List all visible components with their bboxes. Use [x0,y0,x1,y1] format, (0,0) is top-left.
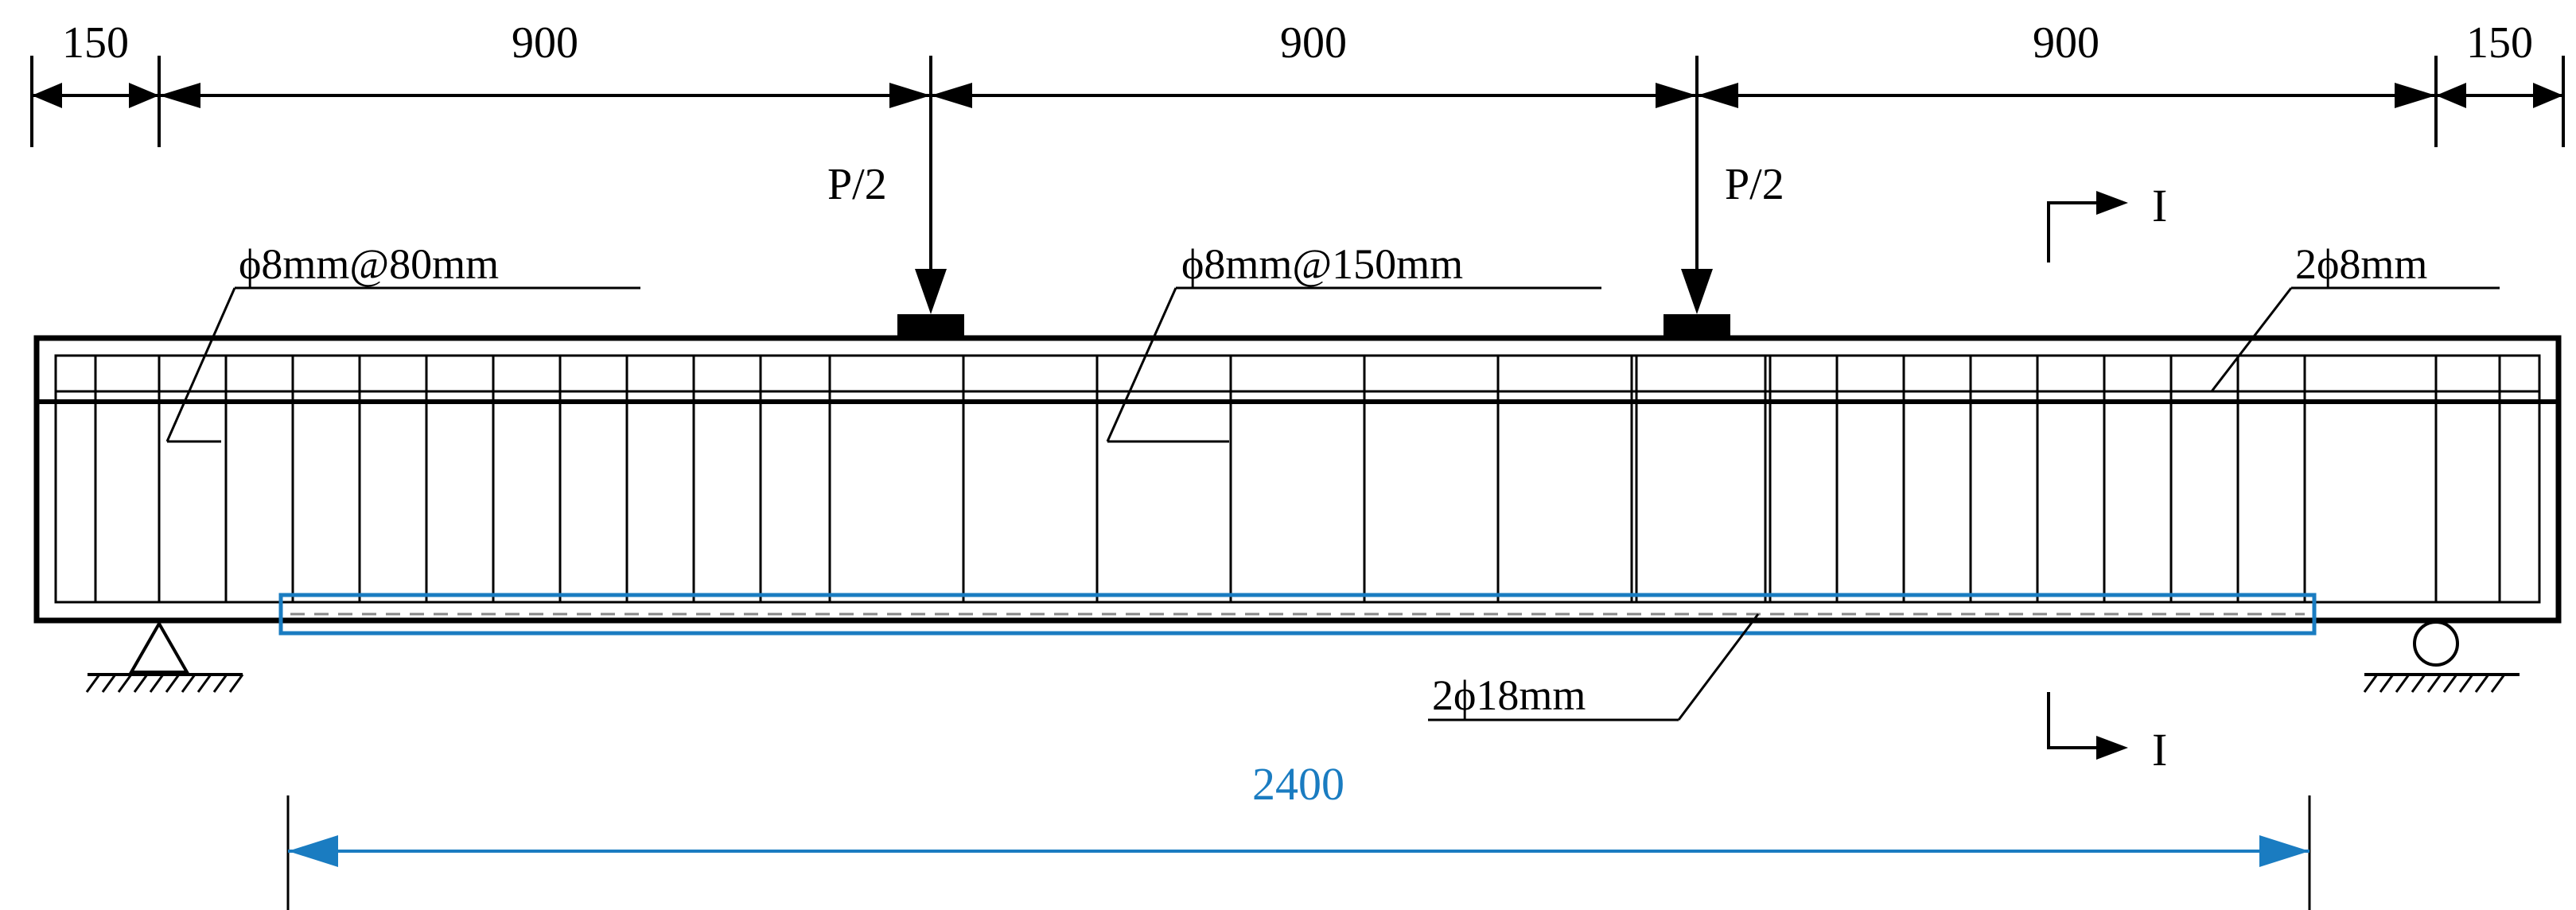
dimension-arrows [32,83,2563,108]
hatch-stroke [2363,674,2379,693]
dim-label-shear-span-left: 900 [512,18,578,68]
note-top-bars-label: 2ϕ8mm [2295,240,2427,288]
beam-outline [33,335,2562,624]
cfrp-span-arrow-right [2259,835,2309,867]
dim-label-shear-span-right: 900 [2033,18,2099,68]
hatch-stroke [2426,674,2442,693]
pin-support [85,620,244,693]
note-bottom-bars-label: 2ϕ18mm [1432,671,1586,719]
stirrup-cage [54,354,2541,604]
note-stirrups-sparse-label: ϕ8mm@150mm [1181,240,1463,288]
hatch-stroke [165,674,181,693]
hatch-stroke [2442,674,2458,693]
note-stirrups-sparse [1106,286,1601,443]
note-top-bars [2210,286,2500,392]
load-arrowhead [915,269,947,314]
load-plate [897,314,964,336]
note-stirrups-dense-label: ϕ8mm@80mm [239,240,499,288]
hatch-stroke [2379,674,2395,693]
dimension-chain [30,56,2565,147]
hatch-stroke [181,674,197,693]
load-right: P/2 [1664,99,1784,336]
cfrp-span-label: 2400 [1252,758,1344,810]
load-left: P/2 [827,99,964,336]
hatch-stroke [197,674,212,693]
hatch-stroke [117,674,133,693]
hatch-stroke [133,674,149,693]
roller-support [2363,620,2520,693]
hatch-stroke [85,674,101,693]
load-label-right: P/2 [1725,160,1784,209]
dim-label-pure-bending: 900 [1280,18,1347,68]
hatch-stroke [2411,674,2426,693]
section-marker-bottom: I [2047,692,2167,776]
ground-hatch [2363,674,2506,693]
hatch-stroke [2474,674,2490,693]
section-marker-top: I [2047,180,2167,262]
dim-label-right-overhang: 150 [2466,18,2533,68]
hatch-stroke [2490,674,2506,693]
load-label-left: P/2 [827,160,887,209]
hatch-stroke [101,674,117,693]
cfrp-span-arrow-left [288,835,338,867]
ground-hatch [85,674,244,693]
hatch-stroke [2395,674,2411,693]
hatch-stroke [2458,674,2474,693]
section-label-bottom: I [2152,724,2167,776]
load-arrowhead [1681,269,1713,314]
section-label-top: I [2152,180,2167,231]
stirrups [94,356,2501,602]
dim-label-left-overhang: 150 [62,18,129,68]
hatch-stroke [212,674,228,693]
cfrp-strip [278,593,2317,636]
hatch-stroke [149,674,165,693]
note-stirrups-dense [165,286,640,443]
load-plate [1664,314,1730,336]
note-bottom-bars [1428,613,1760,721]
hatch-stroke [228,674,244,693]
